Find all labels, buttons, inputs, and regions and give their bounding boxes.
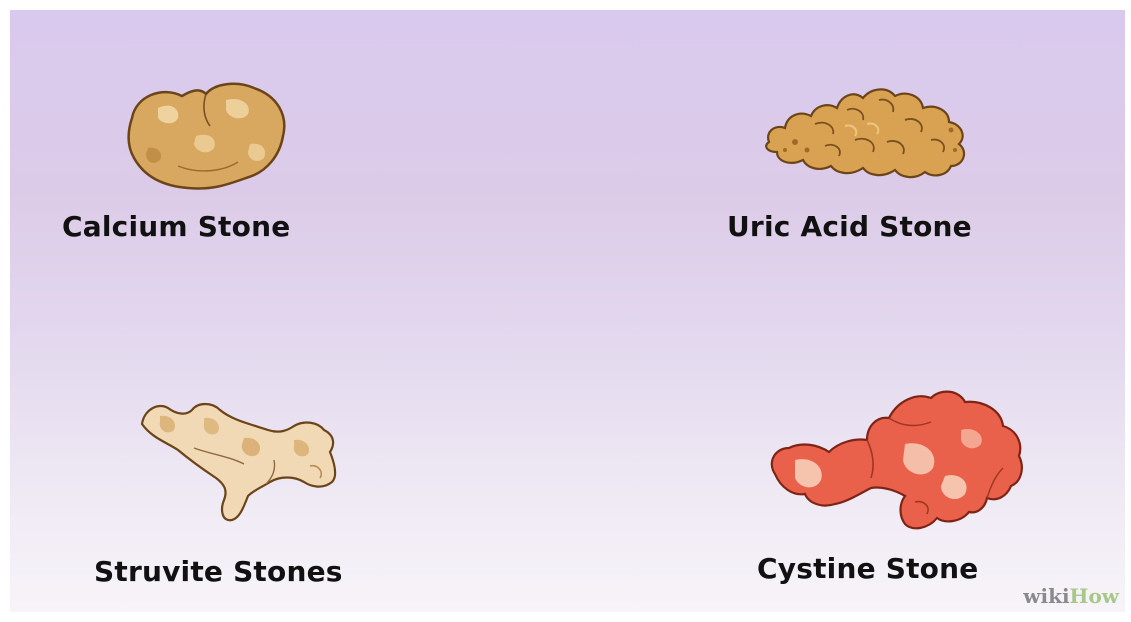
struvite-stones-label: Struvite Stones: [94, 555, 343, 588]
calcium-stone-label: Calcium Stone: [62, 210, 290, 243]
uric-acid-stone-icon: [755, 80, 995, 190]
wikihow-watermark: wikiHow: [1023, 584, 1119, 608]
watermark-wiki-text: wiki: [1023, 584, 1069, 608]
uric-acid-stone-label: Uric Acid Stone: [727, 210, 972, 243]
calcium-stone-icon: [118, 78, 298, 198]
illustration-panel: Calcium Stone Uric Acid Stone Struvite S…: [10, 10, 1125, 612]
watermark-how-text: How: [1070, 584, 1119, 608]
cystine-stone-label: Cystine Stone: [757, 552, 978, 585]
struvite-stone-icon: [134, 390, 349, 530]
cystine-stone-icon: [755, 382, 1045, 542]
